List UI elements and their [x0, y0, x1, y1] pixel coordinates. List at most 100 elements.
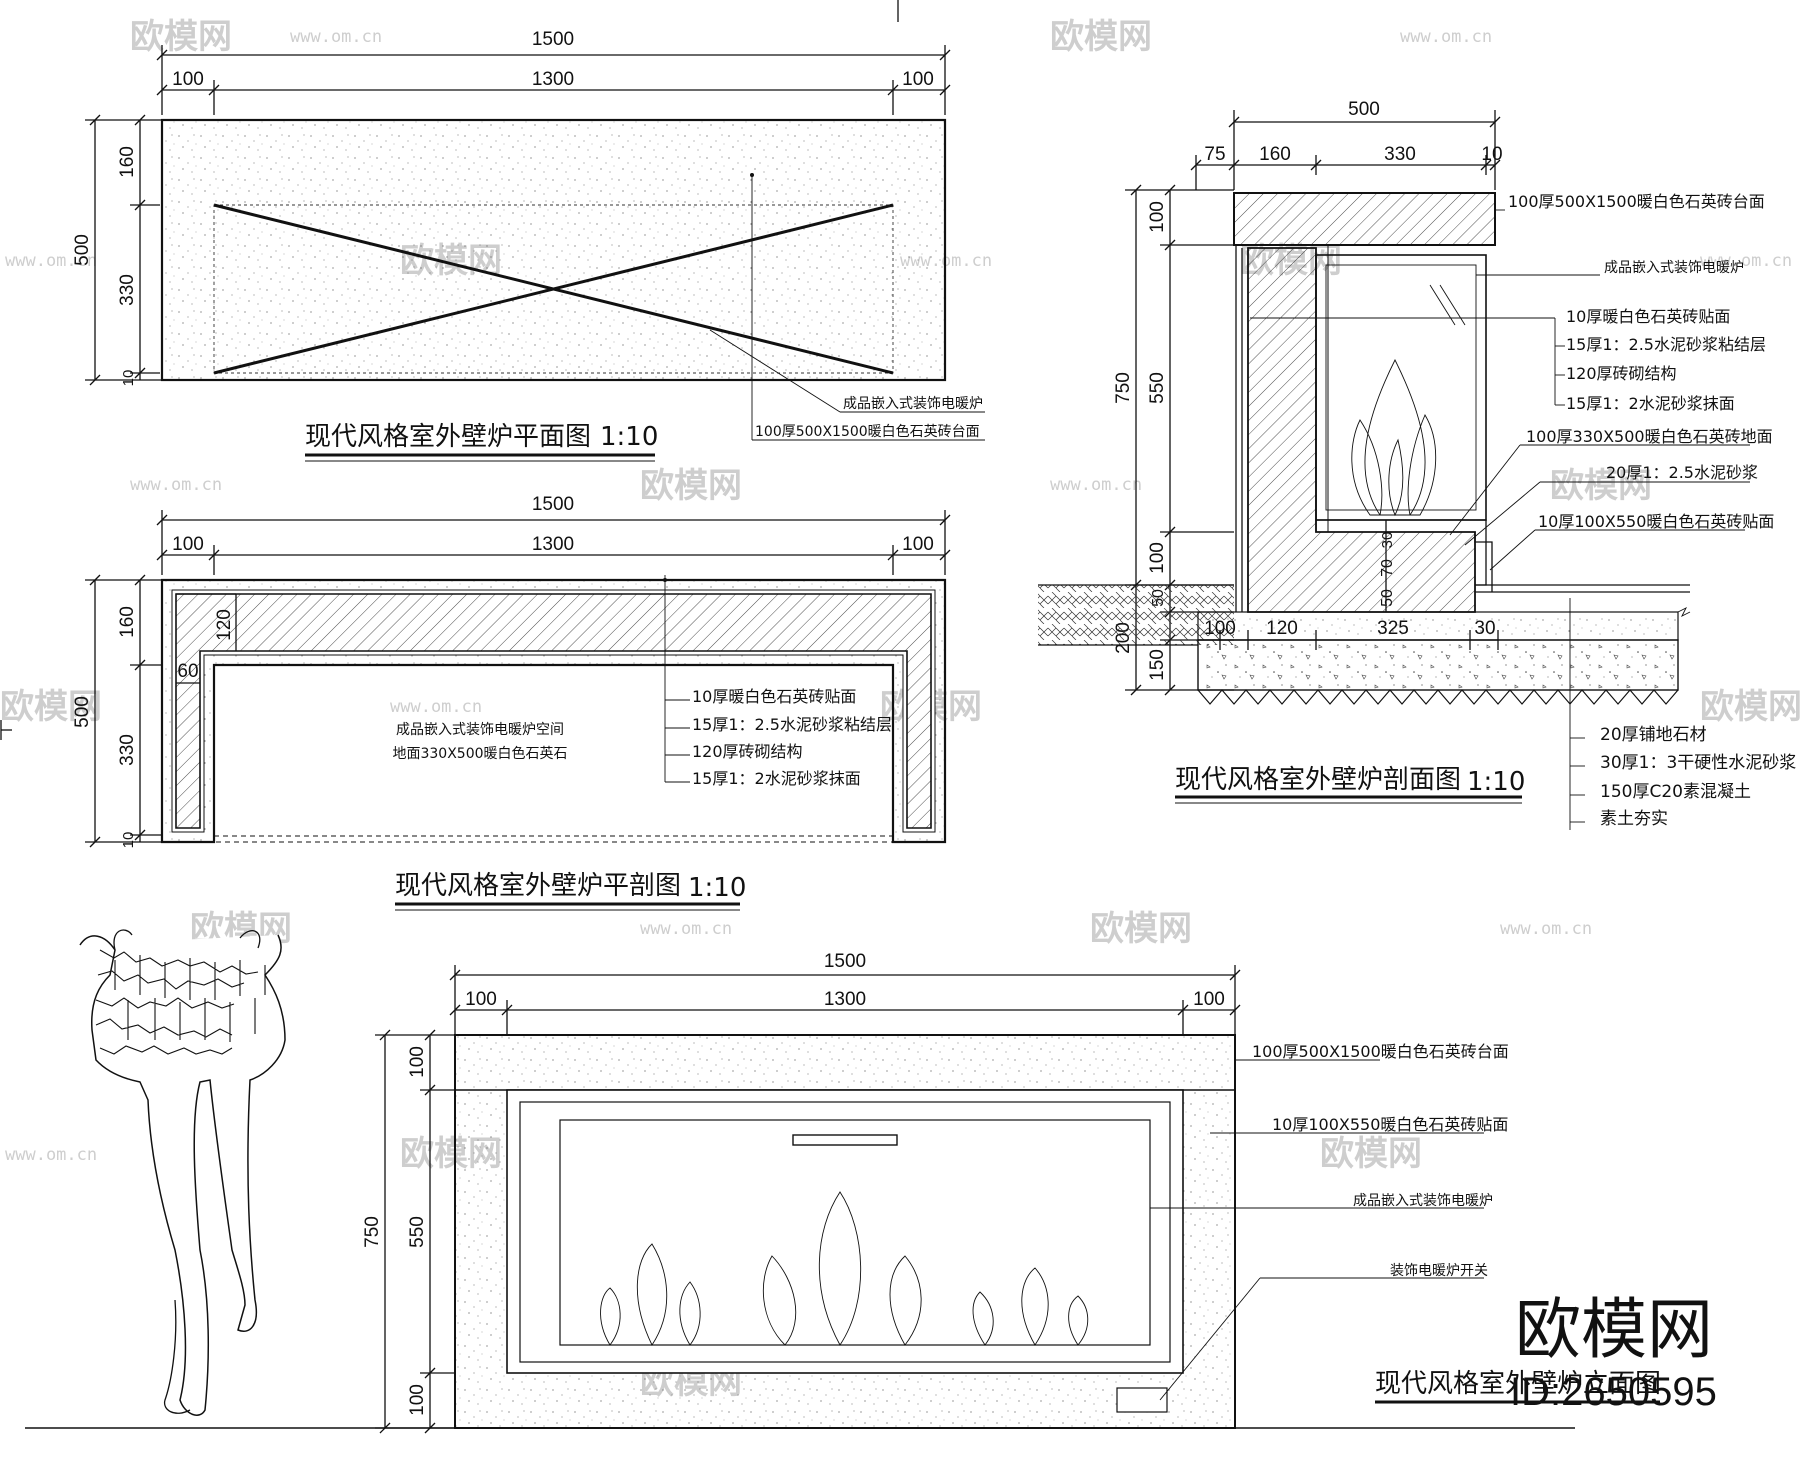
leader-tile-facing: 10厚暖白色石英砖贴面 — [1566, 307, 1730, 326]
fireplace-unit — [506, 1089, 1184, 1374]
dim-120: 120 — [214, 609, 235, 641]
brand-id: ID:2650595 — [1510, 1370, 1717, 1414]
plan-scale: 1:10 — [600, 422, 658, 452]
dim-330: 330 — [1384, 144, 1416, 165]
firebox-outline-hidden — [213, 204, 894, 374]
countertop-slab — [160, 118, 947, 382]
dim-left-margin: 100 — [465, 989, 497, 1010]
elevation-view: 1500 100 1300 100 750 100 550 100 — [362, 951, 1661, 1434]
dim-left-margin: 100 — [172, 69, 204, 90]
leader-dry-mortar: 30厚1：3干硬性水泥砂浆 — [1600, 753, 1796, 773]
dim-75: 75 — [1204, 144, 1225, 165]
dim-right-margin: 100 — [1193, 989, 1225, 1010]
plan-view: 1500 100 1300 100 500 160 330 10 成品嵌入式装饰… — [72, 29, 985, 462]
leader-tile-facing: 10厚暖白色石英砖贴面 — [692, 687, 856, 706]
dim-inner-width: 1300 — [532, 534, 574, 555]
dim-right-margin: 100 — [902, 534, 934, 555]
leader-switch: 装饰电暖炉开关 — [1390, 1263, 1488, 1279]
watermark-logo: 欧模网 — [0, 687, 102, 727]
leader-bonding-layer: 15厚1：2.5水泥砂浆粘结层 — [1566, 335, 1766, 354]
leader-countertop: 100厚500X1500暖白色石英砖台面 — [755, 423, 980, 440]
section-title: 现代风格室外壁炉剖面图 — [1175, 765, 1461, 795]
leader-floor-tile: 100厚330X500暖白色石英砖地面 — [1526, 427, 1773, 446]
center-note-space: 成品嵌入式装饰电暖炉空间 — [396, 722, 564, 738]
brick-structure — [175, 593, 932, 829]
section-view: 500 75 160 330 10 750 100 550 100 50 200… — [1038, 99, 1796, 830]
leader-paving-stone: 20厚铺地石材 — [1600, 725, 1707, 745]
dim-160: 160 — [1259, 144, 1291, 165]
watermark-site: www.om.cn — [5, 1145, 97, 1165]
dim-inner-width: 1300 — [532, 69, 574, 90]
dim-150: 150 — [1147, 649, 1168, 681]
watermark-logo: 欧模网 — [130, 17, 232, 57]
countertop-section — [1233, 192, 1496, 246]
leader-plaster: 15厚1：2水泥砂浆抹面 — [1566, 394, 1735, 413]
leader-rammed-earth: 素土夯实 — [1600, 809, 1668, 829]
plan-section-view: 1500 100 1300 100 500 160 330 10 120 60 … — [72, 494, 951, 911]
compacted-soil — [1197, 689, 1679, 705]
leader-electric-fireplace: 成品嵌入式装饰电暖炉 — [1604, 260, 1744, 276]
leader-mortar: 20厚1：2.5水泥砂浆 — [1606, 463, 1758, 482]
dim-inner-width: 1300 — [824, 989, 866, 1010]
dim-750: 750 — [1113, 372, 1134, 404]
dim-160: 160 — [117, 146, 138, 178]
dim-30-bottom: 30 — [1474, 618, 1495, 639]
leader-side-tile: 10厚100X550暖白色石英砖贴面 — [1272, 1115, 1508, 1134]
leader-bonding-layer: 15厚1：2.5水泥砂浆粘结层 — [692, 715, 892, 734]
watermark-site: www.om.cn — [1500, 919, 1592, 939]
leader-countertop: 100厚500X1500暖白色石英砖台面 — [1508, 192, 1765, 211]
center-note-floor: 地面330X500暖白色石英石 — [392, 745, 567, 762]
dim-depth: 500 — [72, 696, 93, 728]
dim-depth: 500 — [72, 234, 93, 266]
watermark-logo: 欧模网 — [1050, 17, 1152, 57]
concrete-slab — [1197, 639, 1679, 691]
leader-concrete: 150厚C20素混凝土 — [1600, 782, 1751, 802]
dim-330: 330 — [117, 734, 138, 766]
watermark-logo: 欧模网 — [1320, 1134, 1422, 1174]
brand-stamp: 欧模网 ID:2650595 — [1510, 1291, 1717, 1414]
leader-plaster: 15厚1：2水泥砂浆抹面 — [692, 769, 861, 788]
dim-100-top: 100 — [1147, 201, 1168, 233]
dim-100-top: 100 — [407, 1046, 428, 1078]
dim-500: 500 — [1348, 99, 1380, 120]
flame-icon — [600, 1191, 1089, 1346]
leader-electric-fireplace: 成品嵌入式装饰电暖炉 — [843, 396, 983, 412]
dim-100-base: 100 — [407, 1384, 428, 1416]
plan-section-title: 现代风格室外壁炉平剖图 — [395, 871, 681, 901]
fireplace-switch — [1116, 1387, 1168, 1413]
watermark-site: www.om.cn — [5, 251, 97, 271]
dim-100-base: 100 — [1147, 542, 1168, 574]
mortar-bed — [1197, 611, 1679, 641]
dim-50-inner: 50 — [1379, 589, 1396, 607]
dim-550: 550 — [1147, 372, 1168, 404]
watermark-site: www.om.cn — [290, 27, 382, 47]
leader-brick: 120厚砖砌结构 — [1566, 364, 1677, 383]
watermark-logo: 欧模网 — [1700, 687, 1800, 727]
watermark-site: www.om.cn — [640, 919, 732, 939]
watermark-logo: 欧模网 — [1090, 909, 1192, 949]
dim-750: 750 — [362, 1216, 383, 1248]
brand-logo: 欧模网 — [1515, 1291, 1713, 1368]
dim-30: 30 — [1379, 532, 1396, 549]
flame-icon — [1351, 358, 1437, 517]
dim-100-bottom: 100 — [1204, 618, 1236, 639]
dim-right-margin: 100 — [902, 69, 934, 90]
dim-160: 160 — [117, 606, 138, 638]
watermark-logo: 欧模网 — [1550, 466, 1652, 506]
dim-total-width: 1500 — [532, 29, 574, 50]
dim-total-width: 1500 — [532, 494, 574, 515]
leader-side-tile: 10厚100X550暖白色石英砖贴面 — [1538, 512, 1774, 531]
dim-330: 330 — [117, 274, 138, 306]
leader-electric-fireplace: 成品嵌入式装饰电暖炉 — [1353, 1193, 1493, 1209]
dim-left-margin: 100 — [172, 534, 204, 555]
cross-line — [213, 203, 894, 375]
heater-vent — [792, 1134, 898, 1146]
dim-550: 550 — [407, 1216, 428, 1248]
fireplace-unit — [1315, 254, 1487, 521]
watermark-site: www.om.cn — [1050, 475, 1142, 495]
watermark-site: www.om.cn — [130, 475, 222, 495]
section-scale: 1:10 — [1467, 767, 1525, 797]
watermark-logo: 欧模网 — [640, 466, 742, 506]
dim-70: 70 — [1379, 559, 1396, 577]
